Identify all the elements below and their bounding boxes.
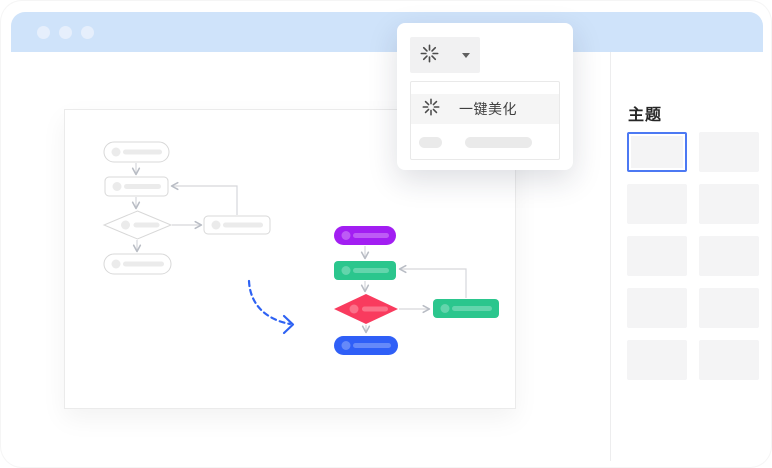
node-text-placeholder: [111, 147, 121, 157]
node-text-placeholder: [124, 184, 161, 189]
node-text-placeholder: [111, 259, 121, 269]
after-connector: [398, 264, 467, 298]
theme-thumbnail[interactable]: [627, 340, 687, 380]
window-header-bar: [11, 12, 763, 52]
node-text-placeholder: [341, 266, 351, 275]
node-text-placeholder: [353, 233, 389, 238]
window-control-dot: [59, 25, 72, 39]
flowchart-after: [334, 226, 499, 355]
node-text-placeholder: [123, 149, 162, 155]
theme-thumbnail[interactable]: [627, 288, 687, 328]
menu-item-beautify[interactable]: 一键美化: [411, 94, 559, 124]
transform-arrow-head: [282, 314, 295, 335]
sidebar-title: 主题: [628, 107, 663, 124]
flowchart-before: [102, 141, 271, 275]
placeholder-pill: [465, 137, 532, 148]
theme-thumbnail[interactable]: [627, 184, 687, 224]
node-text-placeholder: [121, 220, 130, 230]
beautify-burst-icon: [422, 97, 440, 121]
menu-placeholder-row: [411, 137, 559, 148]
node-text-placeholder: [341, 341, 351, 350]
node-text-placeholder: [133, 222, 160, 228]
node-text-placeholder: [112, 182, 122, 191]
theme-thumbnail-selected[interactable]: [627, 132, 687, 172]
node-text-placeholder: [353, 343, 391, 348]
transform-arrow-curve: [247, 279, 292, 326]
theme-grid: [627, 132, 759, 380]
flowchart-layer: [102, 141, 499, 355]
node-text-placeholder: [349, 304, 359, 314]
beautify-popup: 一键美化: [397, 23, 573, 170]
menu-item-label: 一键美化: [459, 101, 517, 117]
node-text-placeholder: [452, 306, 492, 311]
beautify-dropdown-menu: 一键美化: [410, 81, 560, 160]
beautify-burst-icon: [420, 44, 439, 66]
placeholder-pill: [419, 137, 442, 148]
node-text-placeholder: [362, 306, 388, 312]
beautify-toolbar-button[interactable]: [410, 37, 480, 73]
node-text-placeholder: [223, 222, 263, 228]
node-text-placeholder: [341, 231, 351, 240]
chevron-down-icon: [462, 52, 470, 58]
node-text-placeholder: [123, 261, 164, 267]
beautify-transform-arrow: [247, 279, 295, 335]
before-connector: [170, 181, 238, 215]
theme-thumbnail[interactable]: [699, 132, 759, 172]
theme-thumbnail[interactable]: [699, 288, 759, 328]
theme-thumbnail[interactable]: [627, 236, 687, 276]
node-text-placeholder: [353, 268, 389, 273]
sidebar-divider: [610, 52, 611, 461]
theme-thumbnail[interactable]: [699, 184, 759, 224]
window-control-dot: [81, 25, 94, 39]
theme-thumbnail[interactable]: [699, 340, 759, 380]
node-text-placeholder: [440, 304, 450, 313]
node-text-placeholder: [211, 220, 221, 230]
theme-thumbnail[interactable]: [699, 236, 759, 276]
window-control-dot: [37, 25, 50, 39]
